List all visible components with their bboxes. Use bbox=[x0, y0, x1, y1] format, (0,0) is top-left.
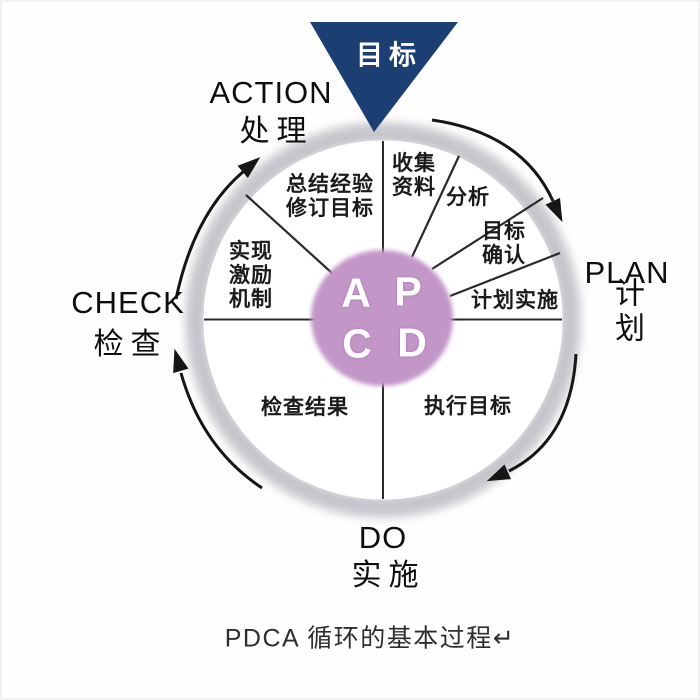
cycle-arrowhead-right bbox=[545, 197, 563, 223]
cycle-arrow-top-right-path bbox=[431, 118, 555, 202]
cycle-arrow-top-left-path bbox=[174, 169, 245, 300]
segment-plan-implement: 计划实施 bbox=[471, 289, 559, 312]
do-label-en: DO bbox=[358, 520, 408, 556]
cycle-arrowhead-bottom bbox=[486, 464, 511, 482]
segment-collect-data: 收集 资料 bbox=[392, 152, 436, 199]
segment-execute-goal: 执行目标 bbox=[424, 395, 512, 418]
segment-check-results: 检查结果 bbox=[261, 396, 349, 419]
hub-letter-c: C bbox=[342, 320, 372, 367]
check-label-zh: 检查 bbox=[93, 327, 168, 361]
action-label-zh: 处理 bbox=[239, 114, 314, 148]
center-hub-circle bbox=[311, 250, 453, 386]
do-label-zh: 实施 bbox=[351, 558, 426, 592]
cycle-arrow-bottom-right-path bbox=[508, 353, 578, 473]
action-subdivider bbox=[245, 194, 334, 275]
wheel-ring-shadow-inner bbox=[195, 132, 571, 508]
wheel-edge bbox=[202, 139, 564, 501]
hub-letter-p: P bbox=[394, 268, 422, 315]
diagram-caption: PDCA 循环的基本过程↵ bbox=[224, 624, 516, 653]
cycle-arrowhead-left bbox=[173, 348, 189, 374]
plan-label-en: PLAN bbox=[584, 255, 670, 291]
goal-label: 目标 bbox=[356, 40, 422, 71]
goal-triangle bbox=[310, 22, 458, 132]
cycle-arrowhead-top bbox=[237, 157, 261, 179]
plan-subdivider-collect-analyze bbox=[411, 155, 460, 258]
wheel-ring-shadow-outer bbox=[185, 122, 581, 518]
plan-subdivider-confirm-implement bbox=[449, 251, 561, 298]
hub-letter-d: D bbox=[397, 319, 427, 366]
hub-letter-a: A bbox=[341, 269, 371, 316]
cycle-arrow-bottom-left-path bbox=[179, 372, 263, 490]
check-label-en: CHECK bbox=[71, 285, 185, 321]
segment-analyze: 分析 bbox=[446, 186, 490, 209]
cycle-arrow-top-right bbox=[431, 118, 563, 223]
segment-goal-confirm: 目标 确认 bbox=[482, 220, 526, 267]
cycle-arrow-bottom-left bbox=[173, 348, 263, 490]
cycle-arrow-bottom-right bbox=[486, 353, 578, 482]
segment-summarize-revise: 总结经验 修订目标 bbox=[286, 173, 374, 220]
plan-label-zh: 计划 bbox=[615, 277, 652, 346]
action-label-en: ACTION bbox=[209, 75, 333, 111]
plan-subdivider-analyze-confirm bbox=[431, 197, 544, 270]
segment-incentive-mechanism: 实现 激励 机制 bbox=[229, 240, 273, 311]
cycle-arrow-top-left bbox=[174, 157, 261, 300]
